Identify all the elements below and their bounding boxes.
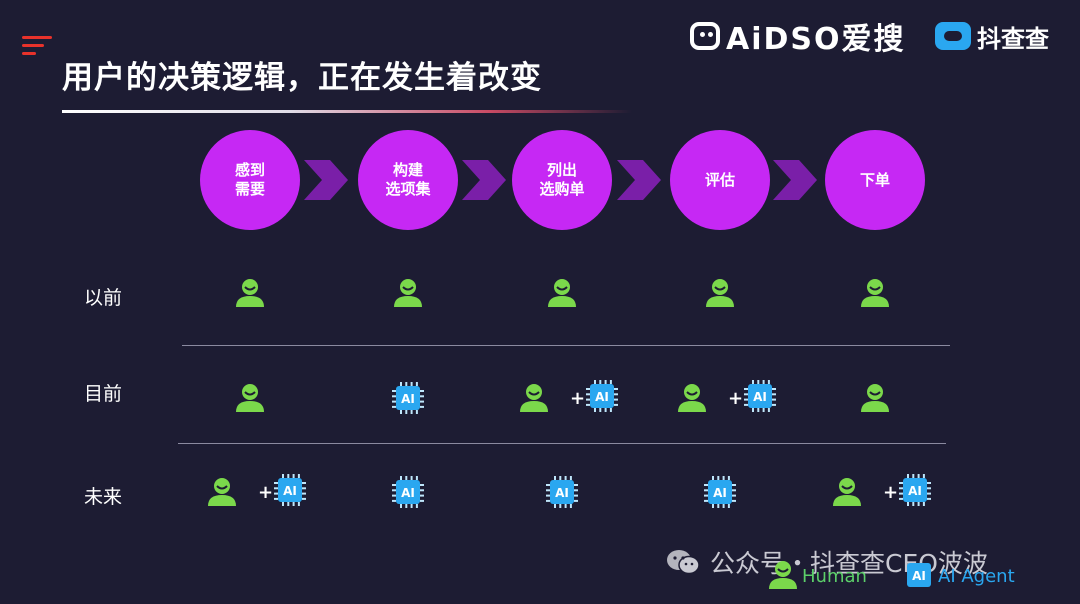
plus-icon: + <box>258 482 274 503</box>
row-label-future: 未来 <box>84 486 123 508</box>
aidso-logo-icon <box>690 22 720 50</box>
row-divider <box>178 443 946 444</box>
svg-text:AI: AI <box>401 486 415 500</box>
chevron-right-icon <box>773 160 817 200</box>
svg-text:AI: AI <box>555 486 569 500</box>
ai-chip-icon: AI <box>586 380 618 416</box>
ai-chip-icon: AI <box>392 476 424 512</box>
plus-icon: + <box>570 388 586 409</box>
page-title: 用户的决策逻辑，正在发生着改变 <box>62 60 542 96</box>
chevron-right-icon <box>304 160 348 200</box>
svg-text:AI: AI <box>753 390 767 404</box>
legend-ai-label: AI Agent <box>938 566 1015 587</box>
svg-text:AI: AI <box>595 390 609 404</box>
ai-chip-icon: AI <box>274 474 306 510</box>
svg-text:AI: AI <box>713 486 727 500</box>
step-list-shortlist: 列出 选购单 <box>512 130 612 230</box>
ai-chip-icon: AI <box>392 382 424 418</box>
watermark-text: 公众号・抖查查CEO波波 <box>710 549 988 578</box>
menu-icon[interactable] <box>22 36 52 58</box>
human-icon <box>859 277 891 313</box>
chevron-right-icon <box>462 160 506 200</box>
ai-chip-icon: AI <box>704 476 736 512</box>
plus-icon: + <box>883 482 899 503</box>
human-icon <box>831 476 863 512</box>
wechat-icon <box>667 550 700 575</box>
legend-human-label: Human <box>802 566 867 587</box>
ai-chip-icon: AI <box>744 380 776 416</box>
title-underline <box>62 110 632 113</box>
step-build-options: 构建 选项集 <box>358 130 458 230</box>
douchacha-logo-icon <box>935 22 971 50</box>
douchacha-logo: 抖查查 <box>935 20 1049 53</box>
svg-text:AI: AI <box>401 392 415 406</box>
plus-icon: + <box>728 388 744 409</box>
svg-text:AI: AI <box>283 484 297 498</box>
aidso-logo-text: AiDSO爱搜 <box>726 22 906 57</box>
legend-human-icon <box>767 559 799 595</box>
human-icon <box>392 277 424 313</box>
human-icon <box>234 277 266 313</box>
douchacha-logo-text: 抖查查 <box>977 24 1049 53</box>
aidso-logo: AiDSO爱搜 <box>690 20 906 57</box>
human-icon <box>234 382 266 418</box>
human-icon <box>518 382 550 418</box>
legend-ai-icon: AI <box>903 559 935 595</box>
row-label-before: 以前 <box>84 287 123 309</box>
row-divider <box>182 345 950 346</box>
svg-text:AI: AI <box>908 484 922 498</box>
human-icon <box>676 382 708 418</box>
ai-chip-icon: AI <box>546 476 578 512</box>
human-icon <box>704 277 736 313</box>
svg-text:AI: AI <box>912 569 926 583</box>
human-icon <box>546 277 578 313</box>
step-feel-need: 感到 需要 <box>200 130 300 230</box>
row-label-current: 目前 <box>84 383 123 405</box>
step-evaluate: 评估 <box>670 130 770 230</box>
step-order: 下单 <box>825 130 925 230</box>
watermark: 公众号・抖查查CEO波波 <box>666 544 988 580</box>
chevron-right-icon <box>617 160 661 200</box>
human-icon <box>859 382 891 418</box>
ai-chip-icon: AI <box>899 474 931 510</box>
human-icon <box>206 476 238 512</box>
